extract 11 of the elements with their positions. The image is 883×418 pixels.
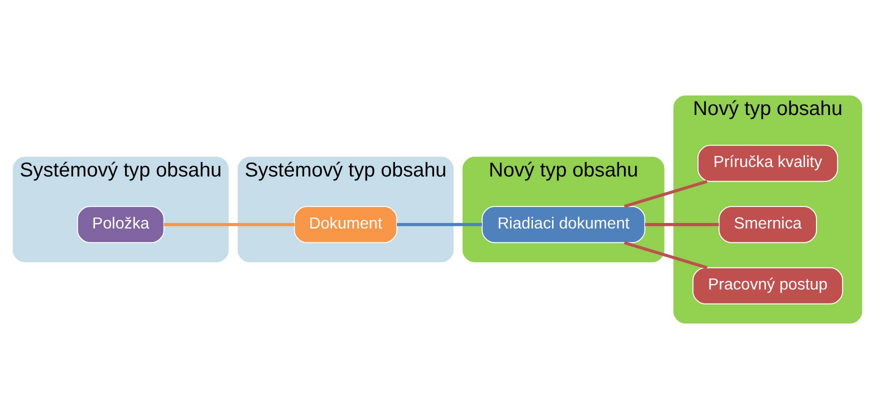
connector xyxy=(624,240,708,269)
node-box: Riadiaci dokument xyxy=(482,205,646,243)
node-box: Smernica xyxy=(718,205,817,243)
node-box: Príručka kvality xyxy=(698,144,838,182)
connector xyxy=(396,222,482,226)
node-box: Položka xyxy=(77,205,164,243)
connector xyxy=(164,222,294,226)
node-box: Dokument xyxy=(294,205,398,243)
connector xyxy=(645,222,719,226)
connector xyxy=(624,179,708,208)
node-box: Pracovný postup xyxy=(692,266,844,304)
